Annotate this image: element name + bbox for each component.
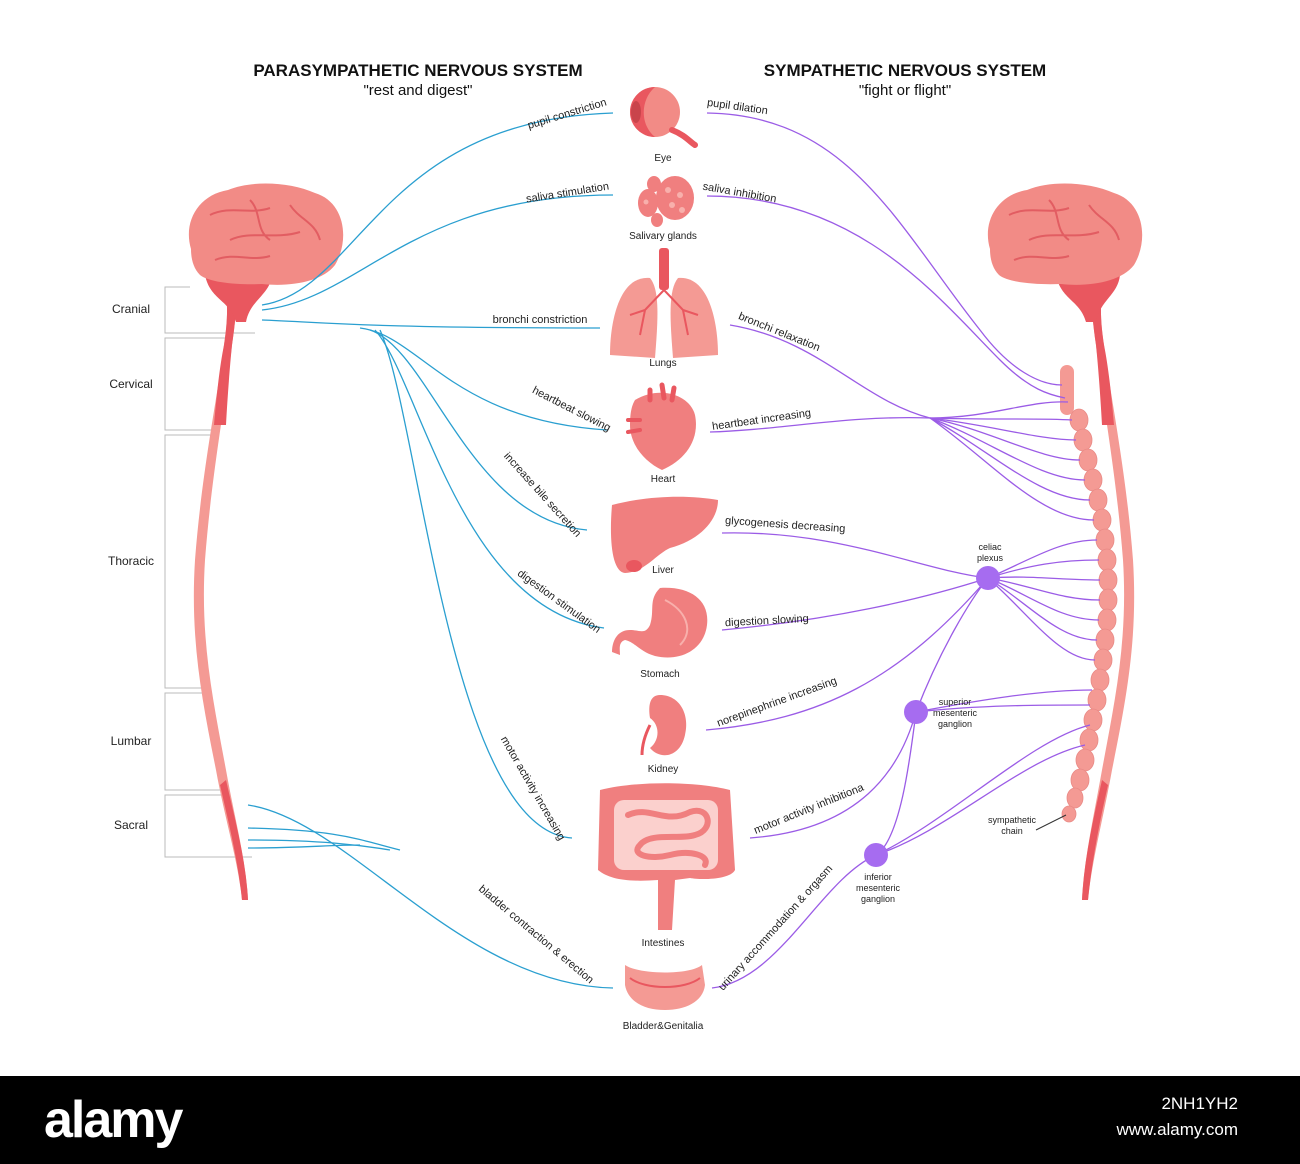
celiac-plexus-ganglion bbox=[976, 566, 1000, 590]
superior-label-1: superior bbox=[939, 697, 972, 707]
intestines-icon bbox=[598, 783, 735, 930]
inferior-label-2: mesenteric bbox=[856, 883, 901, 893]
symp-label-digestion: digestion slowing bbox=[725, 613, 809, 629]
symp-label-motor: motor activity inhibitiona bbox=[752, 781, 866, 836]
organ-bladder-name: Bladder&Genitalia bbox=[623, 1021, 704, 1032]
bracket-thoracic bbox=[164, 434, 215, 689]
nervous-system-diagram: PARASYMPATHETIC NERVOUS SYSTEM "rest and… bbox=[108, 61, 1143, 1032]
symp-subtitle: "fight or flight" bbox=[859, 82, 951, 99]
symp-label-pupil: pupil dilation bbox=[706, 97, 768, 117]
bladder-icon bbox=[625, 965, 705, 1010]
para-label-saliva: saliva stimulation bbox=[525, 181, 610, 206]
para-title: PARASYMPATHETIC NERVOUS SYSTEM bbox=[253, 61, 582, 80]
sympathetic-nerves bbox=[705, 112, 1101, 989]
left-brain-icon bbox=[188, 183, 344, 900]
heart-icon bbox=[626, 382, 696, 470]
symp-title: SYMPATHETIC NERVOUS SYSTEM bbox=[764, 61, 1046, 80]
chain-label-2: chain bbox=[1001, 826, 1023, 836]
section-cranial: Cranial bbox=[112, 302, 150, 316]
section-cervical: Cervical bbox=[109, 377, 152, 391]
inferior-label-1: inferior bbox=[864, 872, 892, 882]
chain-pointer bbox=[1035, 814, 1067, 831]
stomach-icon bbox=[612, 587, 708, 658]
para-label-bladder: bladder contraction & erection bbox=[476, 883, 596, 986]
symp-label-urinary: urinary accommodation & orgasm bbox=[716, 863, 835, 993]
bracket-cervical bbox=[164, 337, 230, 431]
section-brackets bbox=[164, 286, 255, 858]
chain-label-1: sympathetic bbox=[988, 815, 1037, 825]
organ-eye-name: Eye bbox=[654, 153, 672, 164]
para-label-bronchi: bronchi constriction bbox=[493, 314, 588, 326]
salivary-glands-icon bbox=[638, 176, 694, 227]
liver-icon bbox=[610, 496, 718, 573]
inferior-mesenteric-ganglion bbox=[864, 843, 888, 867]
diagram-stage: PARASYMPATHETIC NERVOUS SYSTEM "rest and… bbox=[107, 61, 1143, 1032]
section-thoracic: Thoracic bbox=[108, 554, 154, 568]
site-url: www.alamy.com bbox=[1116, 1120, 1238, 1139]
parasympathetic-nerves bbox=[247, 112, 614, 989]
bracket-cranial bbox=[164, 286, 255, 334]
image-id: 2NH1YH2 bbox=[1161, 1094, 1238, 1113]
para-label-digestion: digestion stimulation bbox=[515, 567, 603, 635]
bracket-lumbar bbox=[164, 692, 225, 791]
superior-label-2: mesenteric bbox=[933, 708, 978, 718]
bracket-sacral bbox=[164, 794, 252, 858]
symp-label-norepinephrine: norepinephrine increasing bbox=[715, 675, 838, 730]
para-label-bile: increase bile secretion bbox=[501, 450, 583, 539]
right-brain-icon bbox=[987, 183, 1143, 900]
eye-icon bbox=[630, 87, 698, 148]
para-subtitle: "rest and digest" bbox=[363, 82, 472, 99]
organ-liver-name: Liver bbox=[652, 565, 674, 576]
inferior-label-3: ganglion bbox=[861, 894, 895, 904]
lungs-icon bbox=[610, 248, 718, 358]
organ-salivary-name: Salivary glands bbox=[629, 231, 697, 242]
organ-stomach-name: Stomach bbox=[640, 669, 679, 680]
organ-heart-name: Heart bbox=[651, 474, 676, 485]
organ-kidney-name: Kidney bbox=[648, 764, 679, 775]
section-lumbar: Lumbar bbox=[111, 734, 152, 748]
celiac-label-1: celiac bbox=[978, 542, 1002, 552]
celiac-label-2: plexus bbox=[977, 553, 1004, 563]
symp-label-glycogenesis: glycogenesis decreasing bbox=[725, 515, 846, 535]
organ-lungs-name: Lungs bbox=[649, 358, 676, 369]
kidney-icon bbox=[640, 695, 687, 756]
watermark-footer: alamy 2NH1YH2 www.alamy.com bbox=[0, 1076, 1300, 1164]
superior-mesenteric-ganglion bbox=[904, 700, 928, 724]
symp-label-saliva: saliva inhibition bbox=[702, 181, 778, 206]
sympathetic-chain bbox=[1060, 365, 1118, 823]
symp-label-bronchi: bronchi relaxation bbox=[737, 310, 822, 354]
alamy-logo: alamy bbox=[44, 1091, 183, 1149]
section-sacral: Sacral bbox=[114, 818, 148, 832]
organ-intestines-name: Intestines bbox=[642, 938, 685, 949]
superior-label-3: ganglion bbox=[938, 719, 972, 729]
